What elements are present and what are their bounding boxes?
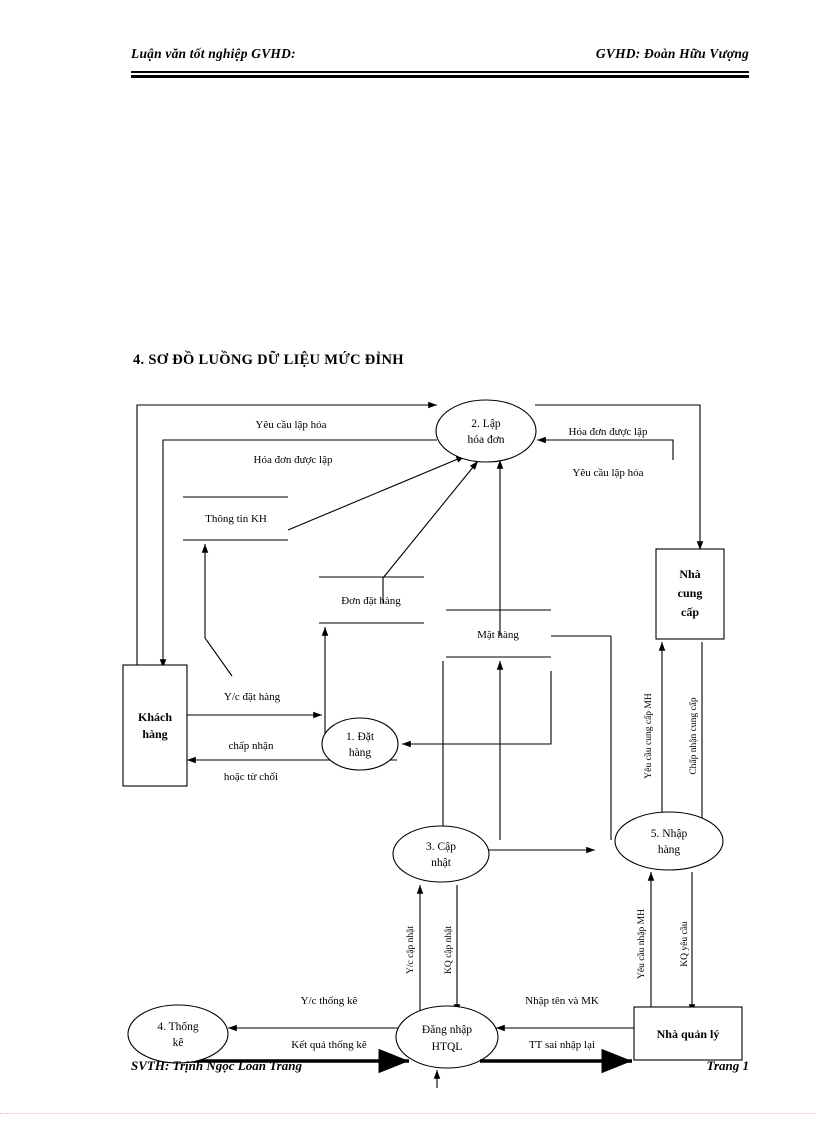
entity-khach-hang-shape [122, 664, 188, 787]
process-5-label-line2: hàng [658, 844, 681, 856]
flow-label-yeu-cau-lap-hoa-kh: Yêu cầu lập hóa [255, 419, 326, 431]
section-title: 4. SƠ ĐỒ LUỒNG DỮ LIỆU MỨC ĐỈNH [133, 352, 404, 368]
process-2-lap-hoa-don-shape [435, 399, 537, 463]
flow-line-hoa-don-duoc-lap-kh [159, 439, 437, 668]
process-login-label-line1: Đăng nhập [422, 1024, 472, 1036]
flow-label-hoa-don-duoc-lap-ncc: Hóa đơn được lập [569, 426, 648, 438]
process-4-label-line2: kê [173, 1037, 184, 1049]
flow-label-yc-thong-ke: Y/c thống kê [301, 995, 358, 1007]
header-right-text: GVHD: Đoàn Hữu Vượng [595, 46, 749, 61]
flow-label-tt-sai-nhap-lai: TT sai nhập lại [529, 1039, 595, 1051]
dfd-diagram: 2. Lập hóa đơn 1. Đặt hàng 5. Nhập hàng … [0, 388, 816, 1088]
header-rule-thick [131, 75, 749, 78]
flow-line-mh-loop-p5 [442, 661, 595, 854]
flow-label-hoa-don-duoc-lap-kh: Hóa đơn được lập [254, 454, 333, 466]
flow-label-kq-cap-nhat: KQ cập nhật [444, 926, 454, 974]
flow-line-yeu-cau-lap-hoa-kh [136, 401, 437, 668]
flow-label-ket-qua-thong-ke: Kết quả thống kê [291, 1039, 367, 1051]
flow-label-yeu-cau-lap-hoa-ncc: Yêu cầu lập hóa [572, 467, 643, 479]
footer-right-text: Trang 1 [706, 1058, 750, 1073]
flow-label-hoac-tu-choi: hoặc từ chối [224, 771, 278, 783]
entity-nha-cung-cap-label-line1: Nhà [679, 567, 700, 581]
ds-don-dat-hang-label: Đơn đặt hàng [341, 595, 401, 607]
header-rule-thin [131, 71, 749, 73]
process-1-dat-hang-shape [321, 717, 399, 771]
flow-label-chap-nhan-cung-cap: Chấp nhận cung cấp [688, 697, 699, 775]
flow-line-yeu-cau-lap-hoa-ncc [537, 436, 674, 460]
entity-nha-quan-ly-label: Nhà quản lý [657, 1027, 720, 1041]
flow-label-yeu-cau-nhap-mh: Yêu cầu nhập MH [636, 909, 647, 979]
process-dang-nhap-shape [395, 1005, 499, 1069]
process-3-label-line1: 3. Cập [426, 841, 456, 853]
process-5-nhap-hang-shape [614, 811, 724, 871]
flow-label-yc-cap-nhat: Y/c cập nhật [406, 926, 416, 974]
footer-left-text: SVTH: Trịnh Ngọc Loan Trang [131, 1058, 302, 1073]
flow-label-nhap-ten-va-mk: Nhập tên và MK [525, 995, 599, 1007]
page-header: Luận văn tốt nghiệp GVHD: GVHD: Đoàn Hữu… [131, 46, 749, 80]
ds-thong-tin-kh-label: Thông tin KH [205, 513, 267, 525]
entity-nha-cung-cap-label-line3: cấp [681, 605, 699, 619]
process-4-thong-ke-shape [127, 1004, 229, 1064]
process-3-cap-nhat-shape [392, 825, 490, 883]
process-login-label-line2: HTQL [432, 1041, 463, 1053]
flow-label-yc-dat-hang: Y/c đặt hàng [224, 691, 281, 703]
process-2-label-line1: 2. Lập [471, 418, 501, 430]
page-bottom-divider [0, 1113, 816, 1115]
flow-line-p1-to-ttkh [201, 544, 233, 677]
flow-label-yeu-cau-cung-cap-mh: Yêu cầu cung cấp MH [643, 693, 654, 779]
process-1-label-line1: 1. Đặt [346, 731, 375, 743]
entity-nha-quan-ly-shape [633, 1006, 743, 1061]
flow-line-hoa-don-duoc-lap-ncc [535, 404, 704, 550]
entity-nha-cung-cap-shape [655, 548, 725, 640]
process-1-label-line2: hàng [349, 747, 372, 759]
entity-khach-hang-label-line2: hàng [142, 727, 167, 741]
flow-label-kq-yeu-cau: KQ yêu cầu [679, 921, 690, 967]
flow-label-chap-nhan: chấp nhận [229, 740, 274, 752]
flow-line-mh-to-p1 [402, 671, 552, 748]
flow-line-ddh-to-p2 [382, 460, 479, 603]
process-5-label-line1: 5. Nhập [651, 828, 688, 840]
entity-khach-hang-label-line1: Khách [138, 710, 172, 724]
ds-mat-hang-label: Mặt hàng [477, 629, 519, 641]
process-3-label-line2: nhật [431, 857, 452, 869]
header-left-text: Luận văn tốt nghiệp GVHD: [131, 46, 296, 61]
process-4-label-line1: 4. Thống [157, 1020, 199, 1033]
flow-line-ttkh-to-p2 [287, 455, 466, 531]
page-footer: SVTH: Trịnh Ngọc Loan Trang Trang 1 [131, 1058, 749, 1080]
process-2-label-line2: hóa đơn [467, 434, 504, 446]
entity-nha-cung-cap-label-line2: cung [678, 586, 703, 600]
